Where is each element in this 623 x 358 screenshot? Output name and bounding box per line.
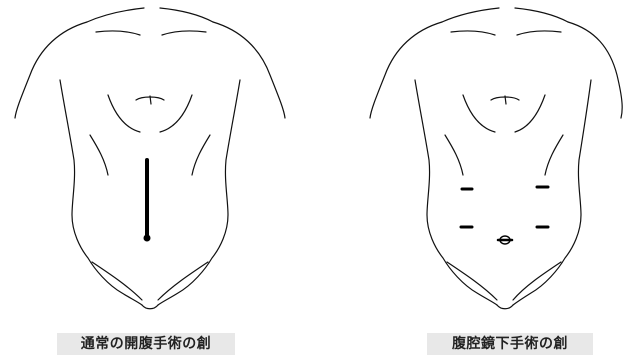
- pectoral-right: [514, 94, 546, 133]
- neck-outline-right: [159, 7, 214, 23]
- clavicle-left: [450, 30, 496, 36]
- pectoral-left: [462, 94, 496, 133]
- rib-line-right: [544, 134, 564, 176]
- crotch-line: [496, 304, 514, 310]
- body-contour-left: [14, 21, 88, 119]
- torso-laparoscopic-surgery: [369, 7, 623, 310]
- rib-line-left: [89, 134, 109, 176]
- port-incision-umbilical: [496, 235, 514, 245]
- inguinal-left: [91, 261, 143, 301]
- sternum-tick: [504, 95, 507, 105]
- torso-open-surgery: [14, 7, 286, 310]
- arm-inner-left: [59, 79, 143, 306]
- pectoral-left: [107, 94, 141, 133]
- arm-inner-left: [414, 79, 498, 306]
- body-contour-right: [567, 21, 623, 119]
- pectoral-right: [159, 94, 193, 133]
- arm-inner-right: [512, 79, 592, 306]
- clavicle-right: [161, 30, 207, 36]
- sternum-tick: [149, 95, 152, 105]
- crotch-line: [141, 304, 159, 310]
- neck-outline-left: [441, 7, 500, 23]
- clavicle-left: [95, 30, 141, 36]
- rib-line-left: [444, 134, 464, 176]
- body-contour-left: [369, 21, 443, 119]
- inguinal-right: [512, 261, 562, 301]
- neck-outline-left: [86, 7, 145, 23]
- navel-marker: [143, 234, 151, 242]
- caption-laparoscopic-surgery: 腹腔鏡下手術の創: [427, 333, 593, 355]
- rib-line-right: [191, 134, 211, 176]
- neck-outline-right: [514, 7, 569, 23]
- arm-inner-right: [157, 79, 241, 306]
- body-contour-right: [212, 21, 286, 119]
- inguinal-right: [157, 261, 209, 301]
- clavicle-right: [516, 30, 562, 36]
- caption-open-surgery: 通常の開腹手術の創: [57, 333, 235, 355]
- inguinal-left: [446, 261, 498, 301]
